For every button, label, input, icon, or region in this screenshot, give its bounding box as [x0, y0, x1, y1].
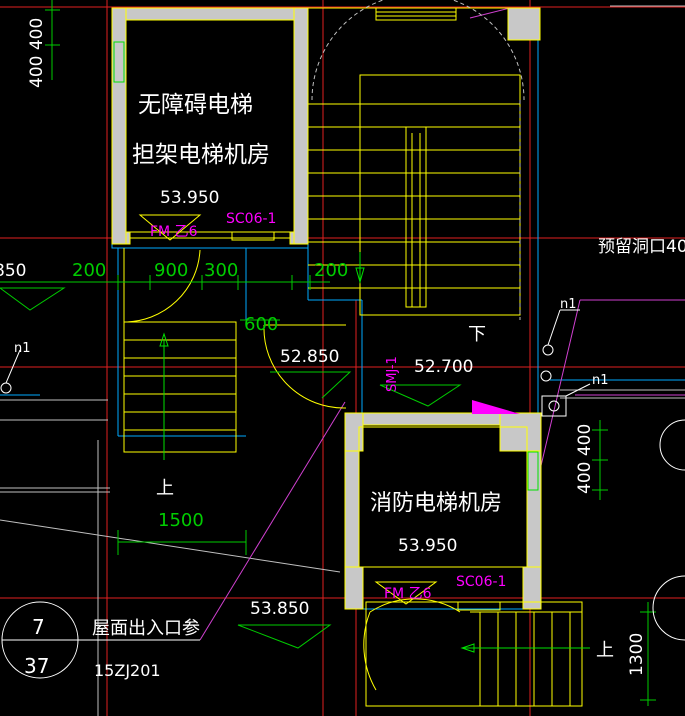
n1-marker-right-top: n1: [560, 297, 577, 312]
dim-1500: 1500: [158, 510, 204, 531]
detail-label: 屋面出入口参: [92, 618, 200, 639]
upper-room-elevation: 53.950: [160, 188, 219, 208]
dim-200-left: 200: [72, 260, 106, 281]
magenta-marker: [472, 400, 520, 414]
leader-lines: [199, 7, 685, 641]
up-arrow-left: [159, 332, 169, 347]
upper-machine-room: [111, 7, 309, 245]
stair-arc: [311, 0, 525, 101]
door-tag-smj: SMJ-1: [385, 356, 400, 392]
level-52700: 52.700: [414, 357, 473, 377]
fire-room-elevation: 53.950: [398, 536, 457, 556]
down-arrow-head: [355, 267, 365, 284]
window-lower: [527, 451, 539, 491]
level-53850: 53.850: [250, 599, 309, 619]
dimension-lines: [0, 0, 656, 706]
door-tag-fm-lower: FM 乙6: [384, 586, 432, 602]
room-title-fire: 消防电梯机房: [370, 491, 502, 516]
detail-sheet: 37: [24, 654, 49, 678]
stair-up-right-label: 上: [596, 640, 614, 661]
n1-marker-shapes: [0, 309, 591, 417]
detail-atlas: 15ZJ201: [94, 661, 161, 680]
bottom-stair: [365, 601, 583, 707]
top-right-pier: [308, 7, 541, 41]
stair-up-left-label: 上: [156, 478, 174, 499]
reserved-hole-label: 预留洞口400: [598, 237, 685, 257]
n1-marker-right-bottom: n1: [592, 373, 609, 388]
door-swings: [123, 248, 461, 691]
left-stair: [123, 321, 237, 453]
dim-200-right: 200: [314, 260, 348, 281]
misc-lines: [0, 5, 685, 716]
dim-600: 600: [244, 314, 278, 335]
lower-machine-room: [344, 412, 542, 611]
window-upper: [113, 41, 125, 83]
stair-down-label: 下: [468, 324, 486, 345]
dim-400-left: 400 400: [27, 18, 47, 88]
up-arrow-right: [460, 643, 475, 653]
detail-reference: [1, 601, 200, 679]
level-52850: 52.850: [280, 347, 339, 367]
level-850: 850: [0, 261, 26, 281]
room-title-stretcher: 担架电梯机房: [132, 142, 270, 168]
elevation-markers: [0, 214, 462, 649]
n1-marker-left: n1: [14, 341, 31, 356]
main-stair: [308, 74, 521, 316]
dim-400-right: 400 400: [575, 424, 595, 494]
room-title-accessible: 无障碍电梯: [138, 92, 253, 118]
dim-900: 900: [154, 260, 188, 281]
door-tag-fm-upper: FM 乙6: [150, 224, 198, 240]
dim-300: 300: [204, 260, 238, 281]
door-tag-sc-lower: SC06-1: [456, 574, 506, 590]
detail-number: 7: [32, 615, 45, 639]
vent-upper: [231, 231, 275, 241]
dim-1300: 1300: [627, 633, 647, 676]
door-tag-sc-upper: SC06-1: [226, 211, 276, 227]
